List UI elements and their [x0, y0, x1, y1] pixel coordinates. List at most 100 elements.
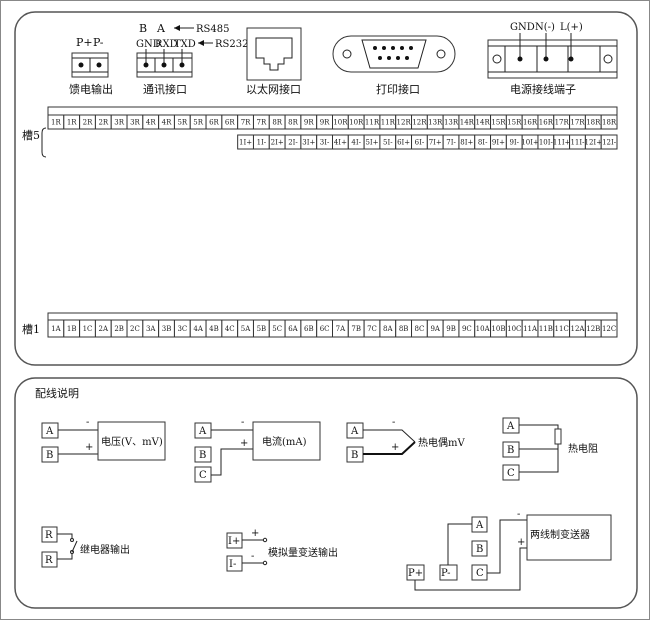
- slot1-terminal-label: 7A: [336, 325, 346, 333]
- rtd-wiring: A B C 热电阻: [502, 417, 598, 481]
- terminal-b: B: [46, 450, 53, 461]
- slot1-terminal-label: 12B: [586, 325, 600, 333]
- slot1-terminal-label: 9A: [430, 325, 440, 333]
- slot1-terminal-label: 8C: [415, 325, 425, 333]
- slot5-terminal-label: 8R: [288, 119, 298, 127]
- plus-sign: +: [240, 438, 248, 449]
- minus-sign: -: [517, 509, 520, 520]
- power-label: 电源接线端子: [510, 82, 576, 96]
- slot1-terminal-label: 3C: [177, 325, 187, 333]
- thermocouple-wiring: A B - + 热电偶mV: [346, 417, 465, 463]
- slot5-terminal-label: 5R: [177, 119, 187, 127]
- voltage-label: 电压(V、mV): [101, 435, 163, 448]
- slot1-terminal-label: 5C: [272, 325, 282, 333]
- slot5-terminal-label: 9R: [320, 119, 330, 127]
- current-label: 电流(mA): [262, 435, 307, 448]
- pin-rxd: RXD: [155, 39, 178, 50]
- pin-n: N(-): [535, 22, 555, 33]
- slot1-terminal-cell: [600, 319, 618, 338]
- pin-p-minus: P-: [93, 36, 104, 49]
- slot5-terminal-label: 3R: [114, 119, 124, 127]
- terminal-p-minus: P-: [441, 568, 451, 579]
- slot1-terminal-label: 12C: [602, 325, 616, 333]
- slot5-terminal-label: 15R: [491, 119, 506, 127]
- slot5-terminal-label: 12R: [412, 119, 427, 127]
- pin-b: B: [139, 22, 147, 35]
- rs232-label: RS232: [215, 39, 248, 50]
- slot1-label: 槽1: [22, 323, 40, 336]
- slot5-terminal-label: 16R: [523, 119, 538, 127]
- minus-sign: -: [392, 417, 395, 428]
- slot5-io-terminal-label: 5I-: [383, 139, 393, 147]
- slot5-terminal-label: 7R: [257, 119, 267, 127]
- slot1-terminal-label: 4C: [225, 325, 235, 333]
- terminal-b: B: [199, 450, 206, 461]
- db9-icon: [361, 39, 427, 69]
- slot5-terminal-label: 6R: [209, 119, 219, 127]
- slot5-terminal-label: 10R: [349, 119, 364, 127]
- slot5-io-terminal-label: 5I+: [365, 139, 378, 147]
- slot1-terminal-label: 10A: [476, 325, 491, 333]
- slot5-terminal-label: 16R: [539, 119, 554, 127]
- slot5-io-terminal-label: 9I+: [492, 139, 505, 147]
- terminal-i-minus: I-: [229, 559, 236, 570]
- bracket: [41, 127, 47, 158]
- terminal-c: C: [507, 468, 515, 479]
- slot5-terminal-label: 11R: [365, 119, 380, 127]
- analog-output-label: 模拟量变送输出: [268, 546, 338, 559]
- slot5-terminal-label: 3R: [130, 119, 140, 127]
- slot1-terminal-label: 11B: [539, 325, 553, 333]
- slot5-terminal-label: 2R: [83, 119, 93, 127]
- slot5-terminal-label: 14R: [476, 119, 491, 127]
- slot5-terminal-label: 8R: [272, 119, 282, 127]
- plus-sign: +: [391, 442, 399, 453]
- voltage-wiring: A B - + 电压(V、mV): [41, 417, 166, 463]
- slot5-terminal-label: 15R: [507, 119, 522, 127]
- thermocouple-label: 热电偶mV: [418, 436, 465, 449]
- plus-sign: +: [85, 442, 93, 453]
- pin-p-plus: P+: [76, 36, 93, 49]
- slot5-terminal-label: 7R: [241, 119, 251, 127]
- slot5-terminal-label: 11R: [381, 119, 396, 127]
- slot1-terminal-label: 4A: [193, 325, 203, 333]
- current-wiring: A B C - + 电流(mA): [194, 417, 321, 483]
- slot5-io-terminal-label: 6I+: [397, 139, 410, 147]
- plus-sign: +: [517, 537, 525, 548]
- slot5-terminal-label: 17R: [570, 119, 585, 127]
- plus-sign: +: [251, 528, 259, 539]
- slot5-terminal-label: 4R: [146, 119, 156, 127]
- slot5-io-terminal-label: 10I+: [521, 139, 539, 147]
- slot1-terminal-label: 2B: [114, 325, 124, 333]
- slot1-terminal-label: 11C: [555, 325, 569, 333]
- slot5-terminal-label: 14R: [460, 119, 475, 127]
- slot1-terminal-label: 7C: [367, 325, 377, 333]
- slot5-terminal-label: 1R: [51, 119, 61, 127]
- ethernet-port: 以太网接口: [246, 27, 302, 96]
- printer-label: 打印接口: [376, 82, 420, 96]
- legend-panel: [14, 377, 638, 609]
- ethernet-label: 以太网接口: [246, 83, 301, 96]
- slot1-terminal-label: 6A: [288, 325, 298, 333]
- slot5-io-terminal-label: 7I-: [446, 139, 456, 147]
- slot1-terminal-label: 3A: [146, 325, 156, 333]
- slot5-terminal-label: 10R: [333, 119, 348, 127]
- slot5-terminal-cell: [600, 114, 618, 130]
- slot5-io-terminal-label: 8I-: [478, 139, 488, 147]
- terminal-b: B: [507, 445, 514, 456]
- terminal-a: A: [475, 520, 484, 531]
- slot5-io-terminal-label: 11I-: [570, 139, 585, 147]
- minus-sign: -: [241, 417, 244, 428]
- resistor-icon: [554, 428, 562, 445]
- legend-title: 配线说明: [35, 386, 79, 400]
- rtd-label: 热电阻: [568, 442, 598, 455]
- slot1-terminal-label: 8A: [383, 325, 393, 333]
- terminal-panel: [14, 11, 638, 366]
- slot5-io-terminal-label: 1I+: [239, 139, 252, 147]
- terminal-i-plus: I+: [228, 536, 240, 547]
- pin-gnd: GND: [510, 22, 535, 33]
- relay-label: 继电器输出: [80, 543, 130, 556]
- terminal-p-plus: P+: [408, 568, 423, 579]
